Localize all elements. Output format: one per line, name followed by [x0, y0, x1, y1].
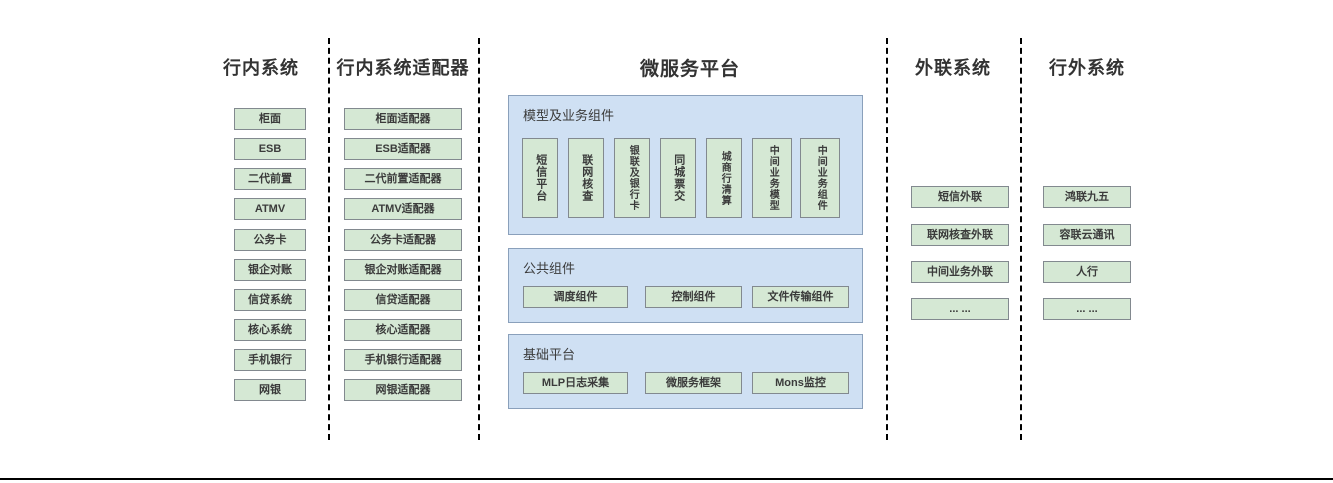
box-outside-bank-1[interactable]: 鸿联九五 — [1043, 186, 1131, 208]
box-internal-system-9[interactable]: 手机银行 — [234, 349, 306, 371]
box-internal-adapter-8[interactable]: 核心适配器 — [344, 319, 462, 341]
column-divider-1 — [328, 38, 330, 440]
box-internal-system-2[interactable]: ESB — [234, 138, 306, 160]
bottom-divider-rule — [0, 478, 1333, 480]
box-internal-adapter-3[interactable]: 二代前置适配器 — [344, 168, 462, 190]
box-internal-system-8[interactable]: 核心系统 — [234, 319, 306, 341]
column-title-external-link-systems: 外联系统 — [915, 58, 991, 78]
box-external-link-2[interactable]: 联网核查外联 — [911, 224, 1009, 246]
box-external-link-3[interactable]: 中间业务外联 — [911, 261, 1009, 283]
box-internal-adapter-4[interactable]: ATMV适配器 — [344, 198, 462, 220]
column-divider-2 — [478, 38, 480, 440]
box-public-component-3[interactable]: 文件传输组件 — [752, 286, 849, 308]
panel-base-platform: 基础平台 — [508, 334, 863, 409]
box-base-platform-1[interactable]: MLP日志采集 — [523, 372, 628, 394]
box-internal-adapter-5[interactable]: 公务卡适配器 — [344, 229, 462, 251]
panel-public-components: 公共组件 — [508, 248, 863, 323]
box-model-component-1[interactable]: 短信平台 — [522, 138, 558, 218]
box-internal-adapter-2[interactable]: ESB适配器 — [344, 138, 462, 160]
box-internal-adapter-9[interactable]: 手机银行适配器 — [344, 349, 462, 371]
box-base-platform-2[interactable]: 微服务框架 — [645, 372, 742, 394]
box-internal-system-6[interactable]: 银企对账 — [234, 259, 306, 281]
box-internal-system-1[interactable]: 柜面 — [234, 108, 306, 130]
box-model-component-7[interactable]: 中间业务组件 — [800, 138, 840, 218]
box-internal-system-4[interactable]: ATMV — [234, 198, 306, 220]
box-internal-adapter-10[interactable]: 网银适配器 — [344, 379, 462, 401]
panel-title-public-components: 公共组件 — [523, 261, 576, 276]
box-base-platform-3[interactable]: Mons监控 — [752, 372, 849, 394]
column-title-microservice-platform: 微服务平台 — [639, 59, 740, 80]
box-public-component-2[interactable]: 控制组件 — [645, 286, 742, 308]
box-internal-system-3[interactable]: 二代前置 — [234, 168, 306, 190]
column-divider-3 — [886, 38, 888, 440]
box-model-component-6[interactable]: 中间业务模型 — [752, 138, 792, 218]
box-public-component-1[interactable]: 调度组件 — [523, 286, 628, 308]
box-internal-system-7[interactable]: 信贷系统 — [234, 289, 306, 311]
box-model-component-3[interactable]: 银联及银行卡 — [614, 138, 650, 218]
column-title-internal-systems: 行内系统 — [223, 58, 299, 78]
panel-title-model-business-components: 模型及业务组件 — [523, 108, 615, 123]
column-title-internal-adapters: 行内系统适配器 — [336, 58, 470, 78]
column-divider-4 — [1020, 38, 1022, 440]
box-internal-system-10[interactable]: 网银 — [234, 379, 306, 401]
box-outside-bank-4[interactable]: ... ... — [1043, 298, 1131, 320]
box-external-link-1[interactable]: 短信外联 — [911, 186, 1009, 208]
column-title-outside-bank-systems: 行外系统 — [1049, 58, 1125, 78]
box-model-component-4[interactable]: 同城票交 — [660, 138, 696, 218]
box-external-link-4[interactable]: ... ... — [911, 298, 1009, 320]
box-internal-adapter-1[interactable]: 柜面适配器 — [344, 108, 462, 130]
box-model-component-5[interactable]: 城商行清算 — [706, 138, 742, 218]
box-outside-bank-2[interactable]: 容联云通讯 — [1043, 224, 1131, 246]
box-internal-adapter-7[interactable]: 信贷适配器 — [344, 289, 462, 311]
box-model-component-2[interactable]: 联网核查 — [568, 138, 604, 218]
box-internal-adapter-6[interactable]: 银企对账适配器 — [344, 259, 462, 281]
panel-title-base-platform: 基础平台 — [523, 347, 576, 362]
box-outside-bank-3[interactable]: 人行 — [1043, 261, 1131, 283]
box-internal-system-5[interactable]: 公务卡 — [234, 229, 306, 251]
